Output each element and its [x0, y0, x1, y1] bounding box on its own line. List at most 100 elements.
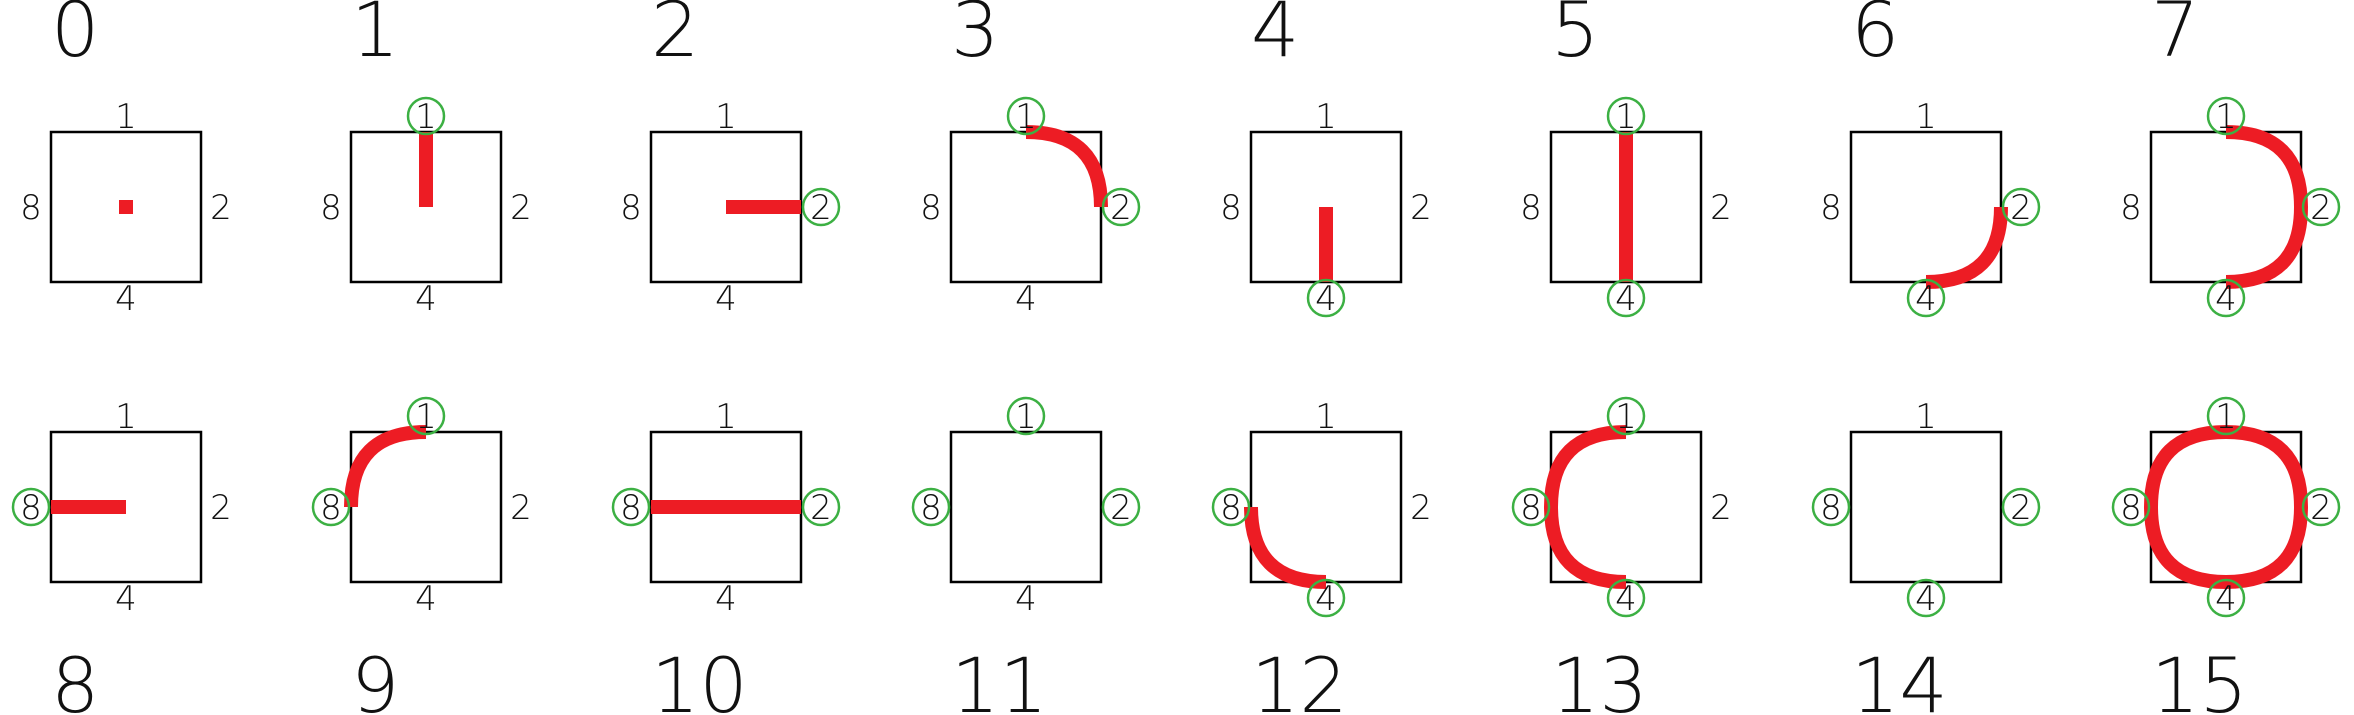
active-side-ring [2206, 396, 2246, 436]
side-label-top: 1 [715, 397, 737, 437]
active-side-ring [406, 396, 446, 436]
tile-number-label: 11 [951, 641, 1048, 715]
side-label-right: 2 [2301, 487, 2341, 528]
side-label-bottom: 4 [415, 579, 437, 619]
side-number: 4 [115, 279, 137, 319]
active-side-ring [1811, 487, 1851, 527]
side-label-left: 8 [1820, 188, 1842, 228]
active-side-ring [801, 187, 841, 227]
side-label-bottom: 4 [1306, 578, 1346, 619]
side-number: 1 [1915, 397, 1937, 437]
side-number: 2 [510, 488, 532, 528]
tile-6: 61 2 4 8 [1820, 0, 2041, 319]
active-side-ring [2301, 487, 2341, 527]
connection-paths [1025, 125, 1108, 208]
curve-top-right [2225, 425, 2308, 508]
side-number: 1 [1615, 97, 1637, 137]
side-number: 8 [620, 488, 642, 528]
side-label-top: 1 [406, 396, 446, 437]
side-number: 2 [210, 188, 232, 228]
side-number: 1 [1015, 397, 1037, 437]
tile-number-label: 4 [1251, 0, 1299, 74]
active-side-ring [1306, 278, 1346, 318]
connection-paths [1244, 506, 1327, 589]
side-label-right: 2 [1710, 188, 1732, 228]
side-label-top: 1 [2206, 96, 2246, 137]
tile-14: 14 1 2 4 8 [1811, 397, 2041, 715]
side-label-right: 2 [2301, 187, 2341, 228]
side-label-left: 8 [611, 487, 651, 528]
side-number: 1 [415, 397, 437, 437]
side-label-right: 2 [510, 488, 532, 528]
side-label-bottom: 4 [415, 279, 437, 319]
active-side-ring [1006, 396, 1046, 436]
side-number: 8 [20, 188, 42, 228]
tile-box [1849, 430, 2003, 584]
curve-bottom-left [2144, 506, 2227, 589]
side-label-left: 8 [1220, 188, 1242, 228]
side-label-left: 8 [20, 188, 42, 228]
side-number: 1 [715, 97, 737, 137]
curve-left-top [1544, 425, 1627, 508]
side-label-right: 2 [1101, 187, 1141, 228]
side-label-top: 1 [115, 97, 137, 137]
side-number: 8 [20, 488, 42, 528]
active-side-ring [1211, 487, 1251, 527]
side-label-left: 8 [1520, 188, 1542, 228]
side-number: 4 [1315, 279, 1337, 319]
side-label-bottom: 4 [115, 579, 137, 619]
side-number: 8 [920, 488, 942, 528]
active-side-ring [311, 487, 351, 527]
side-number: 4 [1615, 279, 1637, 319]
side-number: 1 [1615, 397, 1637, 437]
side-label-right: 2 [2001, 187, 2041, 228]
active-side-ring [1101, 187, 1141, 227]
side-number: 2 [2010, 488, 2032, 528]
tile-box [349, 430, 503, 584]
tile-number-label: 6 [1851, 0, 1899, 74]
active-side-ring [2301, 187, 2341, 227]
side-label-bottom: 4 [1306, 278, 1346, 319]
side-number: 2 [1710, 488, 1732, 528]
side-label-left: 8 [1811, 487, 1851, 528]
side-number: 1 [115, 97, 137, 137]
curve-bottom-left [1544, 506, 1627, 589]
side-label-top: 1 [1915, 97, 1937, 137]
side-number: 2 [810, 188, 832, 228]
side-label-bottom: 4 [115, 279, 137, 319]
side-label-left: 8 [2120, 188, 2142, 228]
side-label-left: 8 [620, 188, 642, 228]
side-number: 2 [2310, 188, 2332, 228]
side-number: 2 [1110, 188, 1132, 228]
side-label-bottom: 4 [2206, 578, 2246, 619]
active-side-ring [1006, 96, 1046, 136]
side-number: 1 [115, 397, 137, 437]
side-number: 8 [620, 188, 642, 228]
side-number: 4 [1915, 279, 1937, 319]
side-label-bottom: 4 [1906, 578, 1946, 619]
side-number: 4 [1315, 579, 1337, 619]
tile-number-label: 14 [1851, 641, 1948, 715]
active-side-ring [2001, 187, 2041, 227]
side-label-right: 2 [801, 487, 841, 528]
side-label-top: 1 [115, 397, 137, 437]
curve-right-bottom [2225, 506, 2308, 589]
side-number: 8 [1520, 188, 1542, 228]
side-number: 8 [1820, 488, 1842, 528]
side-number: 1 [2215, 397, 2237, 437]
tile-box [1249, 430, 1403, 584]
side-number: 4 [1615, 579, 1637, 619]
tile-box [1549, 430, 1703, 584]
side-number: 4 [2215, 579, 2237, 619]
side-number: 8 [1220, 188, 1242, 228]
side-label-top: 1 [1006, 96, 1046, 137]
active-side-ring [801, 487, 841, 527]
side-label-top: 1 [1315, 97, 1337, 137]
side-number: 4 [2215, 279, 2237, 319]
side-label-bottom: 4 [1606, 278, 1646, 319]
